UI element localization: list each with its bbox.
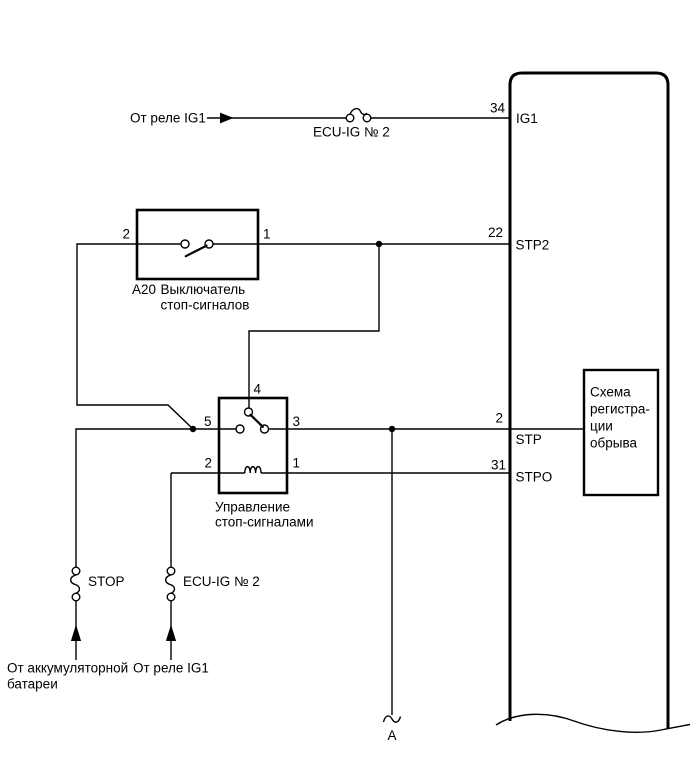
ecu-tear-wave-icon (495, 713, 690, 733)
ecu-block: Схема регистра- ции обрыва (495, 71, 690, 733)
switch-blade-icon (184, 244, 208, 258)
relay-coil-icon (244, 465, 262, 474)
relay-pin-4: 4 (254, 382, 262, 397)
fuse-ecu-ig-top-icon (345, 107, 372, 123)
relay-box (217, 396, 289, 495)
fuse-ecu-ig-bottom-icon (164, 566, 176, 602)
ig1-relay-feed-arrow-icon (165, 624, 177, 641)
ecu-pin-34: 34 (490, 101, 506, 116)
fuse-stop-icon (69, 566, 81, 602)
ig1-feed-arrow-icon (220, 112, 234, 124)
detection-box-label-line4: обрыва (590, 436, 637, 451)
ecu-terminal-stpo: STPO (516, 470, 553, 485)
stop-light-switch: 2 1 A20 Выключатель стоп-сигналов (122, 208, 271, 313)
ig1-feed-circuit: От реле IG1 ECU-IG № 2 34 IG1 (130, 101, 538, 140)
stp-circuit: 2 STP A (268, 411, 584, 743)
relay-pin-1: 1 (293, 456, 301, 471)
switch-pin-2: 2 (122, 227, 130, 242)
ecu-pin-31: 31 (491, 458, 506, 473)
relay-blade-icon (249, 413, 264, 428)
detection-box-label-line1: Схема (590, 385, 631, 400)
relay-pin5-feed-wire (75, 428, 236, 567)
ecu-terminal-ig1: IG1 (516, 111, 538, 126)
stp2-branch-wire (248, 244, 380, 408)
detection-box-label-line2: регистра- (590, 402, 650, 417)
connector-a-label: A (387, 728, 396, 743)
stop-fuse-feed: STOP От аккумуляторной батареи (7, 566, 128, 692)
ig1-source-label: От реле IG1 (130, 111, 206, 126)
ecu-outline (508, 71, 670, 729)
switch-to-relay-wiring (75, 243, 236, 567)
switch-name-line1: Выключатель (161, 282, 246, 297)
battery-source-line2: батареи (7, 677, 58, 692)
ecu-terminal-stp: STP (516, 432, 542, 447)
ecu-terminal-stp2: STP2 (516, 238, 550, 253)
ig1-fuse-label: ECU-IG № 2 (313, 125, 390, 140)
open-detection-box (582, 368, 660, 497)
ig1-relay-source-label: От реле IG1 (133, 661, 209, 676)
switch-pin-1: 1 (263, 227, 271, 242)
battery-source-line1: От аккумуляторной (7, 661, 128, 676)
relay-pin-3: 3 (293, 414, 301, 429)
relay-name-line1: Управление (215, 500, 290, 515)
stpo-circuit: 31 STPO (170, 458, 553, 567)
junction-dot (189, 425, 197, 433)
detection-box-label-line3: ции (590, 419, 613, 434)
relay-name-line2: стоп-сигналами (215, 515, 313, 530)
switch-name-line2: стоп-сигналов (161, 298, 250, 313)
relay-pin-5: 5 (204, 414, 212, 429)
stp2-circuit: 22 STP2 (248, 225, 550, 408)
relay-pin-2: 2 (204, 456, 212, 471)
stop-fuse-label: STOP (88, 574, 125, 589)
ecu-ig-fuse-feed: ECU-IG № 2 От реле IG1 (133, 566, 260, 676)
battery-feed-arrow-icon (70, 624, 82, 641)
stop-light-control-relay: 4 5 3 2 1 Управление стоп-сигналами (204, 382, 314, 530)
switch-part-id: A20 (132, 282, 156, 297)
break-tilde-icon (382, 715, 402, 723)
ecu-ig-fuse-label: ECU-IG № 2 (183, 574, 260, 589)
switch-pin2-loop-wire (76, 243, 194, 430)
ecu-pin-2: 2 (495, 411, 503, 426)
switch-contact-left-icon (180, 239, 190, 249)
ecu-pin-22: 22 (488, 225, 503, 240)
relay-contact-left-icon (235, 424, 245, 434)
